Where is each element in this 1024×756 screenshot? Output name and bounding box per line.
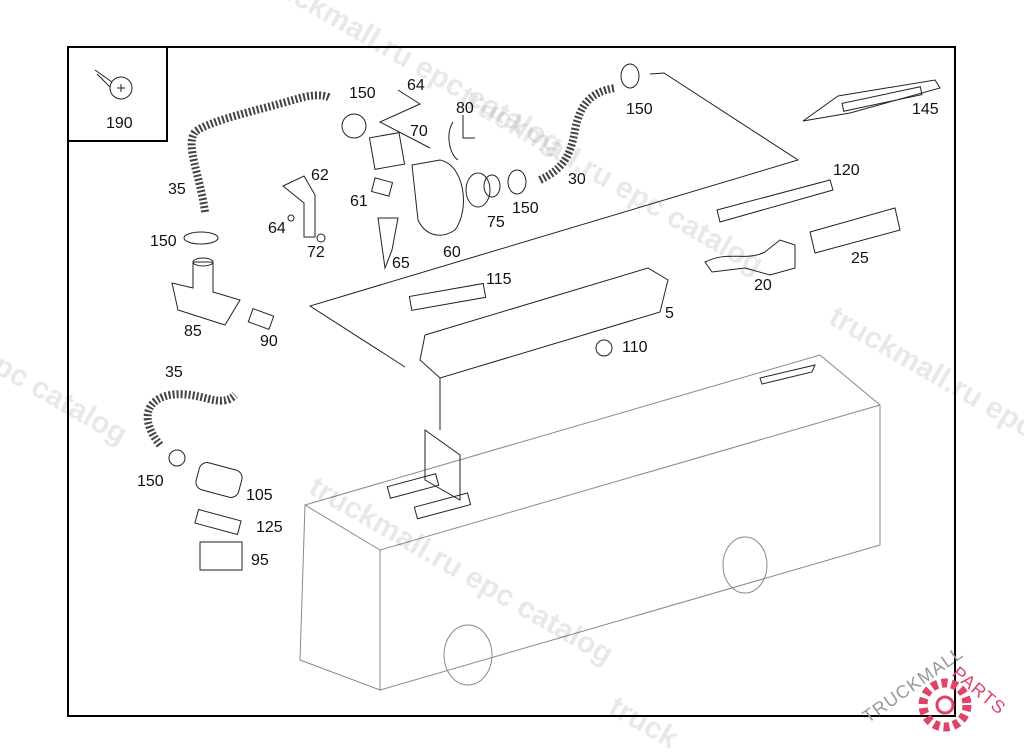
rail-120 — [716, 179, 834, 223]
cap-110 — [595, 339, 613, 357]
clamp-150-mid — [341, 113, 367, 139]
part-label-61[interactable]: 61 — [350, 193, 368, 210]
part-label-65[interactable]: 65 — [392, 255, 410, 272]
plate-61 — [370, 177, 394, 197]
box-95 — [199, 541, 243, 571]
part-label-80[interactable]: 80 — [456, 100, 474, 117]
part-label-145[interactable]: 145 — [912, 101, 939, 118]
part-label-120[interactable]: 120 — [833, 162, 860, 179]
part-90 — [247, 308, 275, 330]
clamp-150-right — [507, 169, 527, 195]
duct-105 — [195, 462, 243, 498]
part-label-64[interactable]: 64 — [268, 220, 286, 237]
part-label-150[interactable]: 150 — [626, 101, 653, 118]
part-label-64[interactable]: 64 — [407, 77, 425, 94]
part-label-35[interactable]: 35 — [168, 181, 186, 198]
clamp-150-left — [183, 231, 219, 245]
part-label-62[interactable]: 62 — [311, 167, 329, 184]
module-5 — [419, 267, 669, 379]
elbow-20 — [704, 239, 796, 276]
hose-25 — [809, 207, 901, 254]
part-label-150[interactable]: 150 — [137, 473, 164, 490]
part-label-95[interactable]: 95 — [251, 552, 269, 569]
vent-145 — [802, 79, 941, 122]
screw-icon — [94, 69, 133, 100]
diagram-frame — [67, 46, 956, 717]
bus-outline — [299, 354, 881, 691]
clip-80 — [448, 115, 475, 161]
clamp-150-bottom — [168, 449, 186, 467]
inset-box — [67, 46, 168, 142]
part-label-60[interactable]: 60 — [443, 244, 461, 261]
part-label-30[interactable]: 30 — [568, 171, 586, 188]
panel-115 — [408, 282, 487, 311]
gasket-125 — [194, 508, 242, 536]
part-label-25[interactable]: 25 — [851, 250, 869, 267]
hose-35-top — [187, 91, 333, 213]
part-label-20[interactable]: 20 — [754, 277, 772, 294]
hose-35-bottom — [143, 390, 238, 448]
bracket-62 — [282, 175, 316, 238]
part-label-150[interactable]: 150 — [512, 200, 539, 217]
part-label-115[interactable]: 115 — [486, 271, 512, 288]
part-label-150[interactable]: 150 — [150, 233, 177, 250]
outline-panel — [308, 72, 800, 368]
part-label-190[interactable]: 190 — [106, 115, 133, 132]
blower-60 — [411, 159, 464, 236]
logo-gear-icon — [918, 678, 972, 732]
part-label-75[interactable]: 75 — [487, 214, 505, 231]
part-label-90[interactable]: 90 — [260, 333, 278, 350]
hose-30 — [538, 84, 616, 184]
flange-70 — [368, 132, 406, 170]
clamp-150-top — [620, 63, 640, 89]
part-label-150[interactable]: 150 — [349, 85, 376, 102]
part-label-85[interactable]: 85 — [184, 323, 202, 340]
part-label-110[interactable]: 110 — [622, 339, 648, 356]
part-label-70[interactable]: 70 — [410, 123, 428, 140]
ring-75 — [465, 172, 491, 208]
part-label-72[interactable]: 72 — [307, 244, 325, 261]
part-85 — [171, 261, 241, 326]
part-label-5[interactable]: 5 — [665, 305, 674, 322]
part-label-35[interactable]: 35 — [165, 364, 183, 381]
part-65 — [377, 217, 399, 270]
part-label-125[interactable]: 125 — [256, 519, 283, 536]
part-label-105[interactable]: 105 — [246, 487, 273, 504]
